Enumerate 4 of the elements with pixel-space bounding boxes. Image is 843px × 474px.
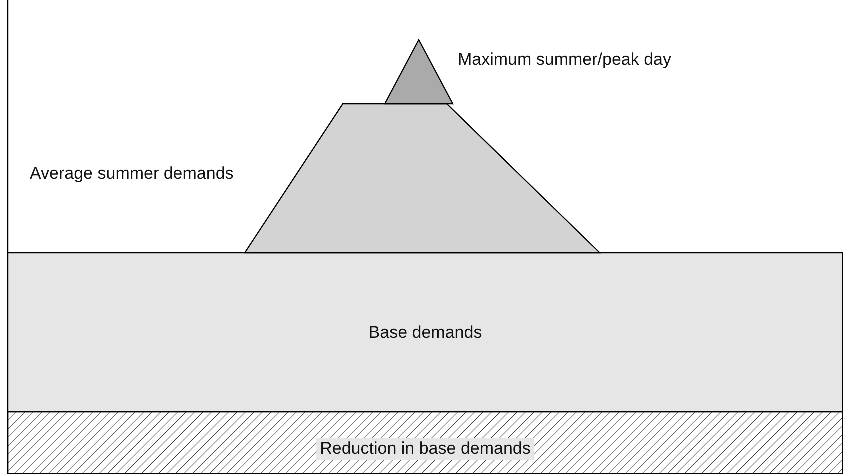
band-label: Reduction in base demands [316, 438, 535, 460]
shape-label: Maximum summer/peak day [458, 50, 672, 70]
band-label: Base demands [368, 322, 482, 342]
shape-label: Average summer demands [30, 164, 234, 184]
